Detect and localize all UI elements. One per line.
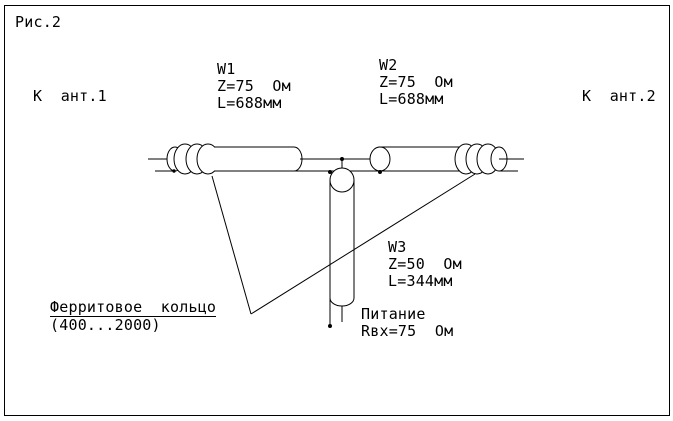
w1-name: W1 [217, 60, 236, 78]
feed-label: Питание [361, 305, 426, 323]
w3-name: W3 [388, 238, 407, 256]
feed-spec: Питание Rвх=75 Ом [361, 306, 453, 340]
w1-impedance: Z=75 Ом [217, 77, 291, 95]
w3-spec: W3 Z=50 Ом L=344мм [388, 239, 462, 290]
figure-label: Рис.2 [15, 13, 62, 31]
cable-w3-top [329, 167, 355, 193]
right-antenna-label: К ант.2 [582, 87, 656, 105]
cable-w3 [329, 180, 355, 307]
ferrite-leader-right [250, 173, 476, 315]
ferrite-label: Ферритовое кольцо [50, 298, 217, 317]
ferrite-range: (400...2000) [50, 316, 161, 334]
w2-impedance: Z=75 Ом [379, 73, 453, 91]
left-antenna-label: К ант.1 [33, 87, 107, 105]
junction-dot-1 [340, 157, 344, 161]
w2-length: L=688мм [379, 90, 444, 108]
junction-dot-5 [328, 324, 332, 328]
w2-spec: W2 Z=75 Ом L=688мм [379, 57, 453, 108]
w1-spec: W1 Z=75 Ом L=688мм [217, 61, 291, 112]
cable-w2-end [369, 146, 391, 172]
cable-w1 [214, 146, 303, 172]
feed-input-impedance: Rвх=75 Ом [361, 322, 454, 340]
ferrite-spec: Ферритовое кольцо (400...2000) [50, 298, 217, 334]
junction-dot-2 [328, 170, 332, 174]
frame-border [4, 5, 670, 416]
w3-impedance: Z=50 Ом [388, 255, 462, 273]
junction-dot-4 [172, 169, 176, 173]
junction-dot-3 [378, 170, 382, 174]
ferrite-leader-left [211, 175, 252, 315]
w1-length: L=688мм [217, 94, 282, 112]
w2-name: W2 [379, 56, 398, 74]
w3-length: L=344мм [388, 272, 453, 290]
